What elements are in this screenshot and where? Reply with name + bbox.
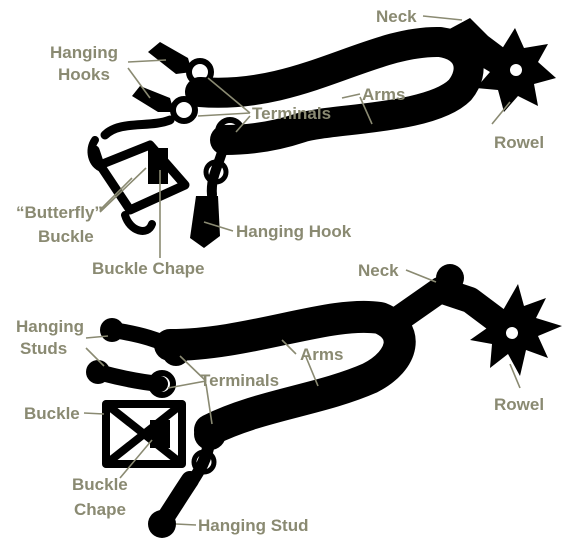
top-hanging-hook-upper bbox=[148, 42, 192, 74]
bottom-terminal-lower bbox=[148, 370, 176, 398]
label-top-butterfly-1: “Butterfly” bbox=[16, 203, 103, 222]
label-bottom-terminals: Terminals bbox=[200, 371, 279, 390]
label-bottom-rowel: Rowel bbox=[494, 395, 544, 414]
top-buckle-scroll-left bbox=[87, 136, 106, 172]
bottom-spur bbox=[86, 264, 562, 538]
bottom-stud-knob-lower bbox=[86, 360, 110, 384]
label-top-rowel: Rowel bbox=[494, 133, 544, 152]
bottom-stud-knob-single bbox=[148, 510, 176, 538]
label-top-hanging-hooks-2: Hooks bbox=[58, 65, 110, 84]
top-rowel-pin bbox=[510, 64, 522, 76]
top-terminal-ring-right bbox=[215, 117, 245, 147]
bottom-chain-ring bbox=[191, 449, 217, 475]
top-terminal-ring-lower bbox=[170, 96, 198, 124]
label-bottom-hanging-studs-2: Studs bbox=[20, 339, 67, 358]
label-bottom-neck: Neck bbox=[358, 261, 399, 280]
label-top-buckle-chape: Buckle Chape bbox=[92, 259, 204, 278]
top-labels: Neck Hanging Hooks Arms Terminals Rowel … bbox=[16, 7, 544, 278]
label-top-terminals: Terminals bbox=[252, 104, 331, 123]
top-hanging-hook-lower bbox=[132, 86, 174, 112]
top-spur-arms bbox=[185, 26, 484, 155]
bottom-rowel-pin bbox=[506, 327, 518, 339]
bottom-spur-arms bbox=[154, 300, 416, 446]
top-chain-ring bbox=[203, 159, 229, 185]
label-top-hanging-hook: Hanging Hook bbox=[236, 222, 352, 241]
label-top-butterfly-2: Buckle bbox=[38, 227, 94, 246]
label-bottom-buckle-chape-2: Chape bbox=[74, 500, 126, 519]
bottom-buckle bbox=[102, 400, 186, 468]
bottom-neck-knob bbox=[436, 264, 464, 292]
top-chain bbox=[206, 135, 230, 200]
bottom-terminal-upper bbox=[162, 338, 190, 366]
bottom-stud-knob-upper bbox=[100, 318, 124, 342]
top-butterfly-buckle bbox=[90, 115, 190, 215]
label-bottom-hanging-studs-1: Hanging bbox=[16, 317, 84, 336]
top-buckle-scroll-bottom bbox=[121, 211, 156, 235]
label-bottom-buckle: Buckle bbox=[24, 404, 80, 423]
leader-lines bbox=[83, 15, 521, 526]
label-bottom-arms: Arms bbox=[300, 345, 343, 364]
label-bottom-hanging-stud: Hanging Stud bbox=[198, 516, 308, 535]
top-spur bbox=[87, 18, 556, 248]
bottom-labels: Neck Hanging Studs Arms Terminals Rowel … bbox=[16, 261, 544, 535]
top-buckle-chape bbox=[148, 148, 168, 184]
label-bottom-buckle-chape-1: Buckle bbox=[72, 475, 128, 494]
label-top-neck: Neck bbox=[376, 7, 417, 26]
bottom-buckle-chape bbox=[150, 420, 170, 448]
label-top-hanging-hooks-1: Hanging bbox=[50, 43, 118, 62]
label-top-arms: Arms bbox=[362, 85, 405, 104]
